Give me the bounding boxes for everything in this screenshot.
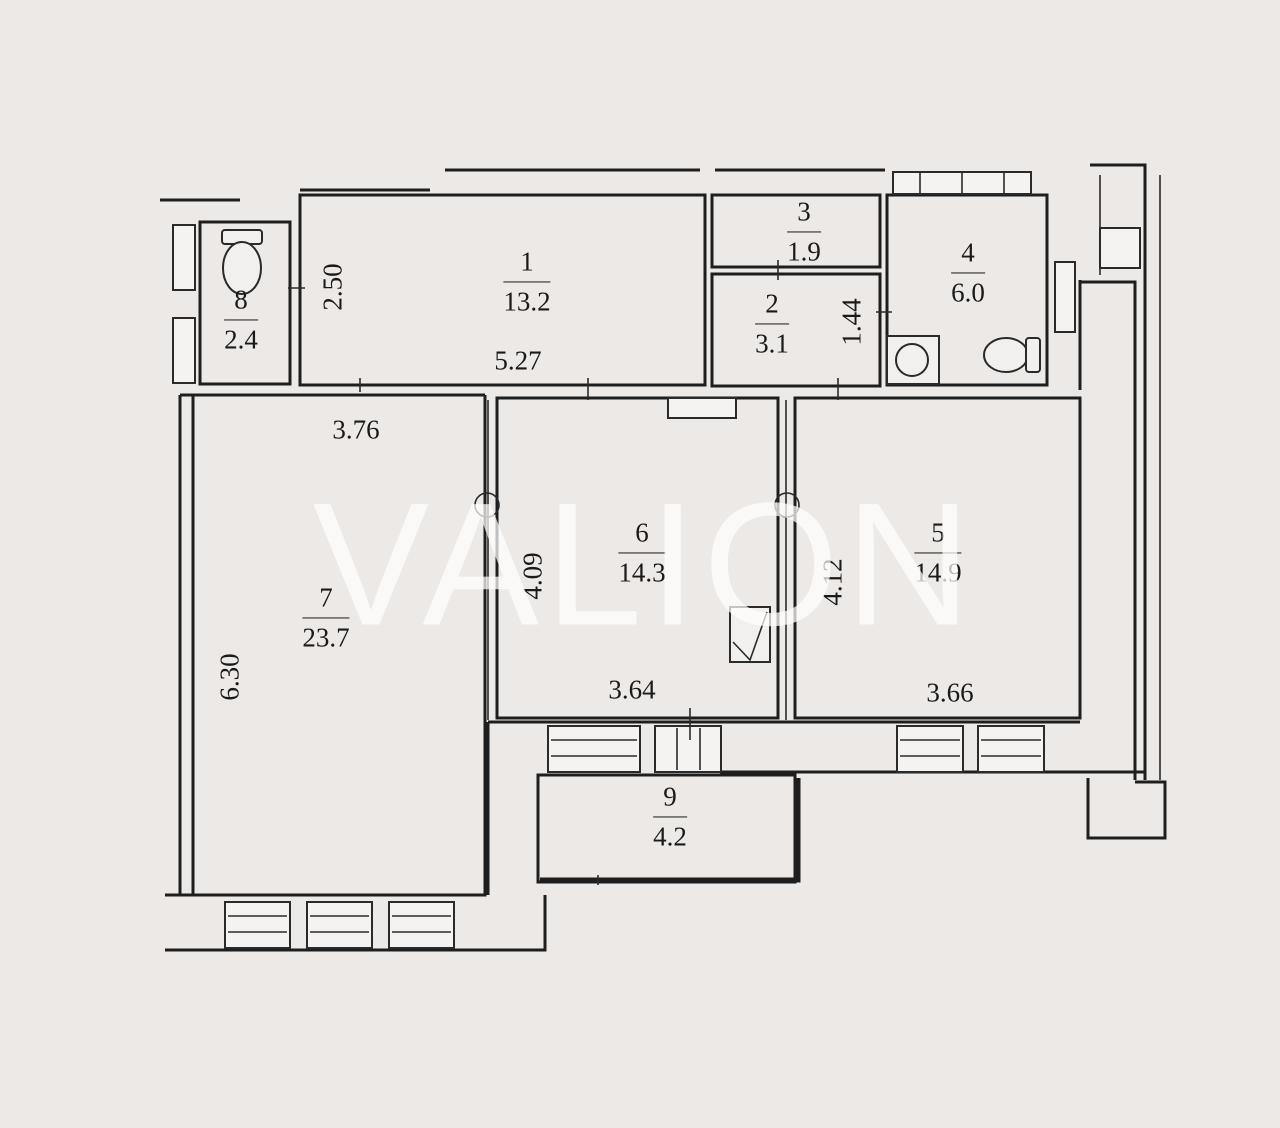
- windows: [172, 171, 1141, 949]
- dimension-corridor-height: 1.44: [836, 298, 867, 346]
- dimension-room7-height: 6.30: [214, 653, 245, 701]
- dimension-room5-width: 3.66: [926, 677, 974, 708]
- fixtures: [221, 229, 1041, 885]
- walls: [160, 163, 1167, 952]
- dimension-room6-width: 3.64: [608, 674, 656, 705]
- watermark: VALION: [312, 467, 978, 663]
- dimension-hall-width: 5.27: [494, 345, 542, 376]
- dimension-room7-width: 3.76: [332, 414, 380, 445]
- dimension-hall-height: 2.50: [317, 263, 348, 311]
